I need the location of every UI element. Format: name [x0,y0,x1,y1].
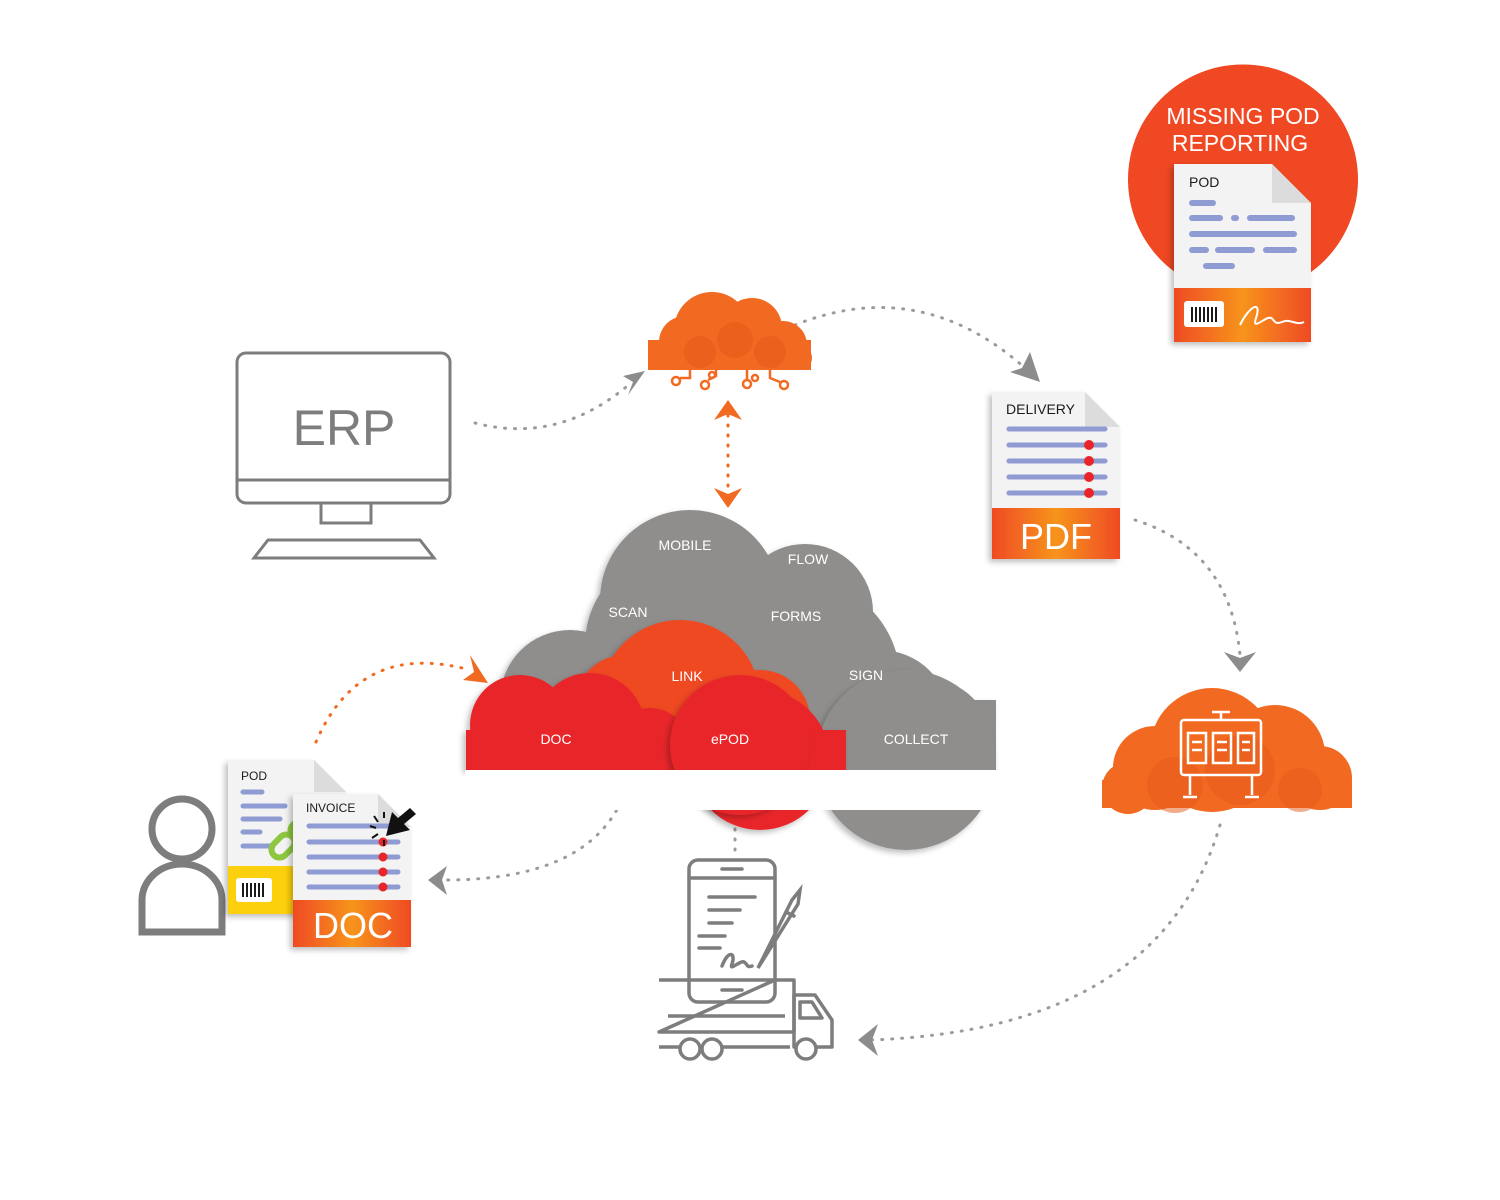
invoice-title: INVOICE [306,801,355,815]
delivery-document: DELIVERY PDF [992,392,1120,559]
cloud-label-link: LINK [671,668,703,684]
cloud-label-scan: SCAN [609,604,648,620]
cloud-label-epod: ePOD [711,731,749,747]
arrowhead-user [428,866,447,895]
user-icon [138,795,226,936]
arrowhead-delivery [1010,352,1040,382]
delivery-doc-format: PDF [1020,516,1092,557]
erp-computer [235,351,452,560]
invoice-format: DOC [313,905,393,946]
arrowhead-erp-cloud [623,371,645,395]
erp-to-cloud-connector [473,380,634,431]
circuit-cloud-icon [648,292,812,391]
signature-icon [1239,306,1305,326]
dashboard-to-truck-connector [868,823,1222,1042]
pod-document-title: POD [1189,174,1219,190]
central-services-cloud: MOBILE FLOW SCAN FORMS LINK SIGN DOC ePO… [465,510,1000,850]
arrowhead-central-down [714,488,742,508]
dashboard-cloud-icon [1102,688,1352,814]
erp-label: ERP [293,400,396,456]
cloud-label-forms: FORMS [771,608,822,624]
arrowhead-central-orange [463,655,488,683]
mobile-signature-icon [687,858,803,1004]
arrowhead-dashboard [1224,652,1256,672]
cloud-label-mobile: MOBILE [659,537,712,553]
invoice-document: INVOICE DOC [293,794,411,947]
cloud-label-doc: DOC [540,731,571,747]
arrowhead-cloud-up [714,400,742,420]
missing-pod-title-line1: MISSING POD [1166,103,1319,129]
delivery-doc-title: DELIVERY [1006,401,1076,417]
delivery-to-dashboard-connector [1133,518,1242,657]
cloud-label-collect: COLLECT [884,731,949,747]
user-to-central-connector [314,661,472,744]
missing-pod-title-line2: REPORTING [1172,130,1308,156]
delivery-truck-icon [657,978,834,1061]
arrowheads [428,352,1256,1056]
user-pod-title: POD [241,769,267,783]
arrowhead-truck [858,1024,878,1056]
cursor-icon [369,808,416,846]
cloud-label-flow: FLOW [788,551,829,567]
cloud-label-sign: SIGN [849,667,883,683]
barcode-icon [1184,301,1224,327]
pod-document-lines [1189,200,1297,269]
cloud-to-delivery-connector [793,306,1027,370]
missing-pod-reporting: MISSING POD REPORTING POD [1127,64,1358,342]
